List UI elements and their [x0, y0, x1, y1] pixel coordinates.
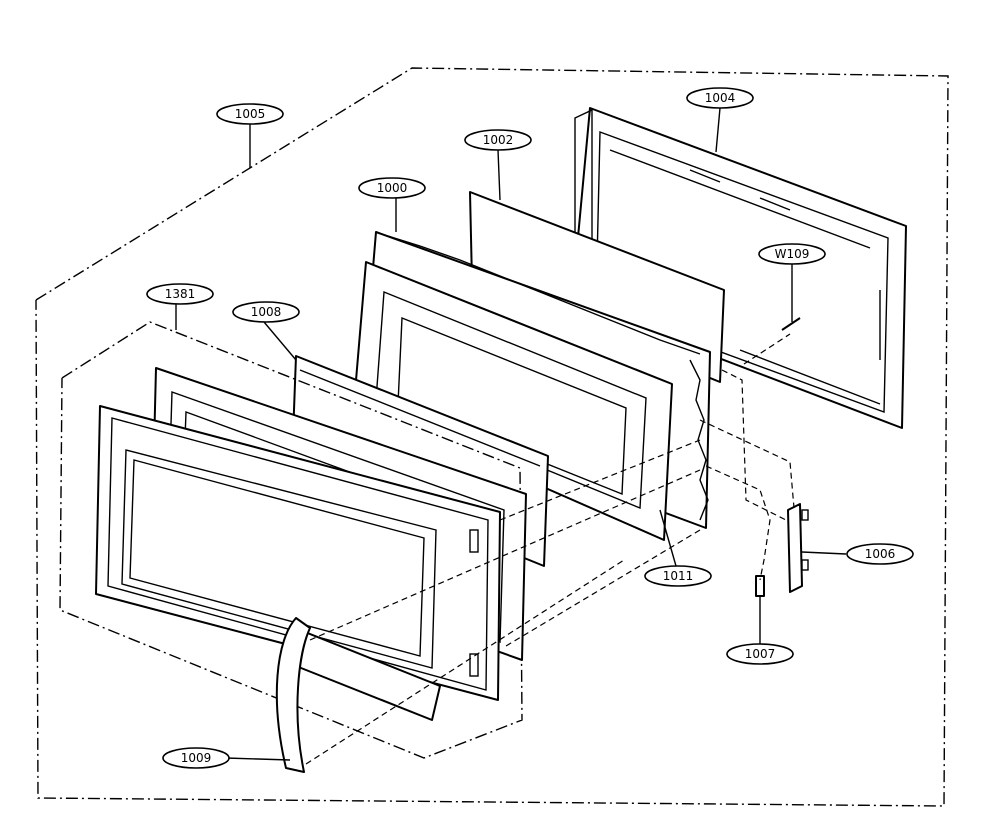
callout-handle: 1009	[162, 747, 230, 769]
door-frame-part	[353, 231, 711, 541]
front-frame-boundary	[59, 321, 523, 759]
callout-hinge-bracket: 1011	[644, 565, 712, 587]
callout-door-frame: 1000	[358, 177, 426, 199]
leader-lines	[175, 107, 847, 761]
callout-assembly-text: 1005	[235, 107, 266, 121]
callout-glass-plate-text: 1002	[483, 133, 514, 147]
callout-door-seal-text: 1008	[251, 305, 282, 319]
screw-part	[781, 317, 801, 331]
callout-glass-plate: 1002	[464, 129, 532, 151]
front-door-panel-part	[95, 405, 501, 721]
callout-latch: 1006	[846, 543, 914, 565]
callout-front-frame-text: 1381	[165, 287, 196, 301]
latch-part	[787, 503, 809, 593]
callout-hinge-bracket-text: 1011	[663, 569, 694, 583]
callout-assembly: 1005	[216, 103, 284, 125]
alignment-lines	[305, 333, 795, 765]
callout-handle-text: 1009	[181, 751, 212, 765]
handle-part	[275, 617, 311, 773]
callout-door-frame-text: 1000	[377, 181, 408, 195]
callout-back-panel: 1004	[686, 87, 754, 109]
callout-screw-text: W109	[775, 247, 810, 261]
callout-front-frame: 1381	[146, 283, 214, 305]
callout-latch-spring-text: 1007	[745, 647, 776, 661]
callout-door-seal: 1008	[232, 301, 300, 323]
callout-latch-spring: 1007	[726, 643, 794, 665]
callout-latch-text: 1006	[865, 547, 896, 561]
callout-screw: W109	[758, 243, 826, 265]
callout-back-panel-text: 1004	[705, 91, 736, 105]
assembly-boundary	[35, 67, 949, 807]
